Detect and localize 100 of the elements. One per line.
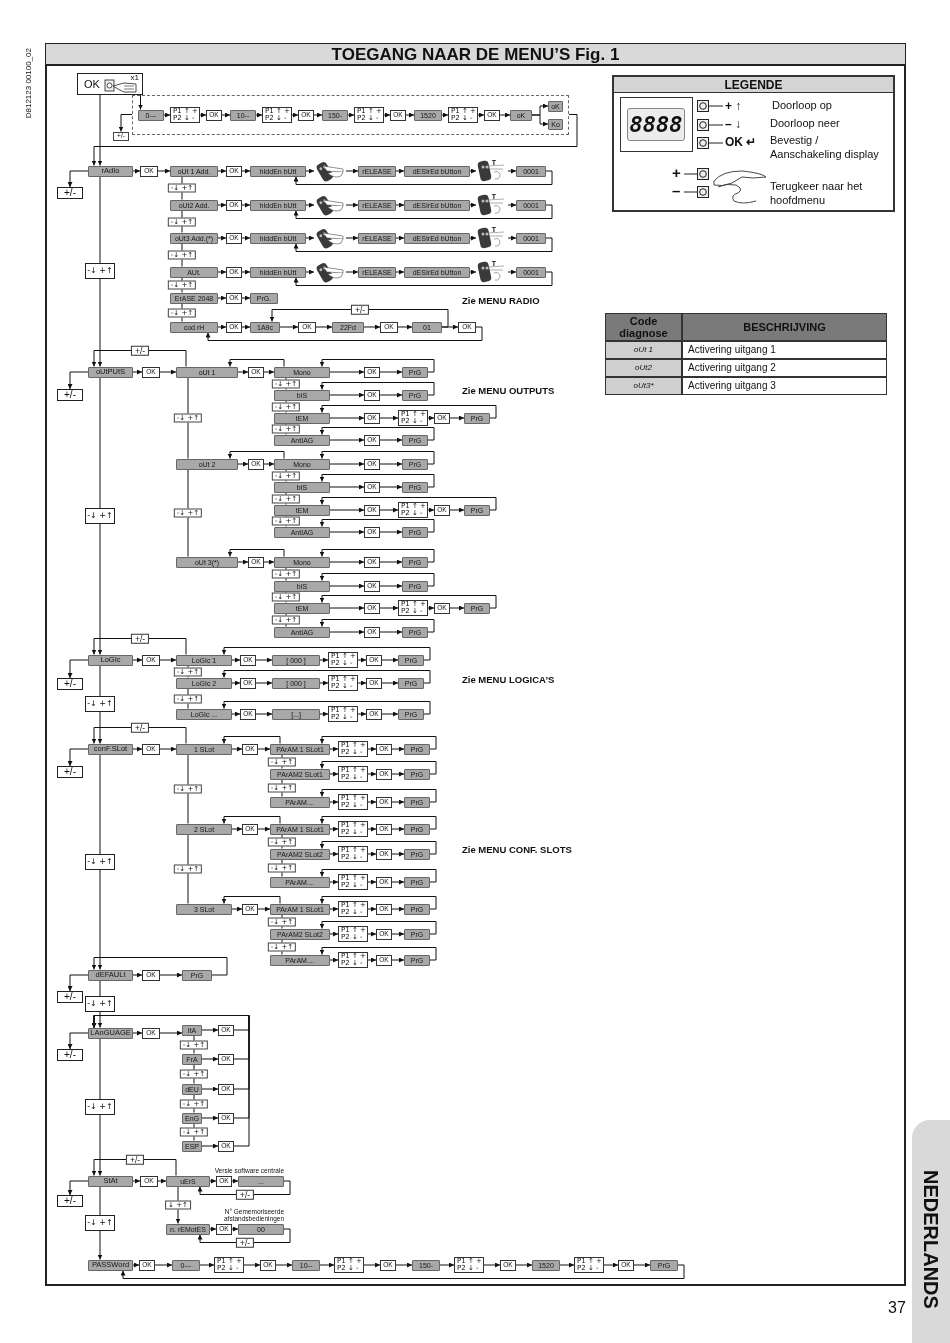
edge-label: +/- (125, 1154, 145, 1165)
arrow (329, 529, 365, 535)
arrow (319, 761, 437, 775)
arrow (227, 549, 285, 557)
arrow (293, 237, 553, 252)
arrow (91, 114, 578, 166)
arrow (329, 851, 339, 857)
arrow (221, 896, 281, 904)
key-symbol: – ↓ (725, 116, 741, 132)
arrow (221, 701, 431, 715)
arrow (391, 879, 405, 885)
edge-label: +/- (235, 1237, 255, 1248)
arrow (345, 202, 359, 208)
arrow (293, 271, 553, 286)
arrow (329, 879, 339, 885)
key-panel (338, 846, 368, 862)
arrow (603, 1262, 619, 1268)
arrow (379, 629, 403, 635)
arrow (329, 746, 339, 752)
arrow (405, 112, 415, 118)
arrow (395, 202, 405, 208)
key-panel (338, 926, 368, 942)
arrow (221, 112, 231, 118)
arrow (441, 112, 449, 118)
arrow (391, 851, 405, 857)
arrow (209, 1178, 217, 1184)
table-header-cell: Code diagnose (605, 313, 682, 341)
note-text: Zie MENU CONF. SLOTS (462, 845, 572, 855)
arrow (97, 1230, 103, 1260)
arrow (329, 369, 365, 375)
arrow (381, 711, 399, 717)
arrow (319, 519, 435, 533)
arrow (379, 605, 399, 611)
note-text: Zie MENU RADIO (462, 296, 540, 306)
arrow (221, 736, 281, 744)
arrow (379, 484, 403, 490)
arrow (329, 437, 365, 443)
arrow (379, 529, 403, 535)
arrow (97, 523, 103, 655)
arrow (559, 1262, 575, 1268)
key-panel (338, 741, 368, 757)
plus-minus-key: +/- (57, 1049, 83, 1061)
arrow (319, 816, 437, 830)
key-symbol: + ↑ (725, 98, 742, 114)
code-cell: oUt 1 (605, 341, 682, 359)
arrow (319, 474, 435, 488)
arrow (329, 461, 365, 467)
key-panel (214, 1257, 244, 1273)
arrow (291, 112, 299, 118)
arrow (507, 168, 517, 174)
arrow (97, 711, 103, 744)
arrow (427, 507, 435, 513)
arrow (483, 1262, 501, 1268)
arrow (154, 1262, 173, 1268)
arrow (367, 931, 377, 937)
legend-text: Doorloop neer (770, 116, 841, 130)
arrow (439, 1262, 455, 1268)
arrow (231, 1226, 239, 1232)
plus-minus-key: +/- (57, 766, 83, 778)
arrow (395, 1262, 413, 1268)
arrow (97, 1011, 103, 1028)
note-text: Zie MENU OUTPUTS (462, 386, 555, 396)
arrow (395, 235, 405, 241)
arrow (217, 295, 227, 301)
arrow (305, 269, 315, 275)
arrow (379, 415, 399, 421)
arrow (329, 605, 365, 611)
arrow (201, 1056, 219, 1062)
arrow (329, 931, 339, 937)
arrow (243, 1262, 261, 1268)
arrow (241, 324, 251, 330)
key-panel (398, 410, 428, 426)
arrow (257, 826, 271, 832)
page-number: 37 (888, 1300, 906, 1316)
plus-minus-key: +/- (57, 389, 83, 401)
arrow (469, 202, 477, 208)
arrow (319, 427, 435, 441)
arrow (319, 921, 437, 935)
arrow (395, 168, 405, 174)
legend-text: Bevestig / Aanschakeling display (770, 133, 880, 161)
arrow (367, 746, 377, 752)
arrow (449, 415, 465, 421)
arrow (67, 1180, 89, 1196)
key-panel (338, 794, 368, 810)
key-panel (328, 675, 358, 691)
key-panel (354, 107, 384, 123)
arrow (132, 1178, 141, 1184)
arrow (201, 1086, 219, 1092)
arrow (67, 659, 89, 679)
arrow (363, 324, 381, 330)
arrow (205, 326, 483, 341)
arrow (132, 1262, 140, 1268)
key-panel (338, 952, 368, 968)
arrow (241, 202, 251, 208)
table-cell: Activering uitgang 3 (682, 377, 887, 395)
legend-text: Terugkeer naar het hoofdmenu (770, 179, 864, 207)
key-panel (338, 901, 368, 917)
plus-minus-key: +/- (57, 187, 83, 199)
arrow (257, 906, 271, 912)
arrow (241, 295, 251, 301)
